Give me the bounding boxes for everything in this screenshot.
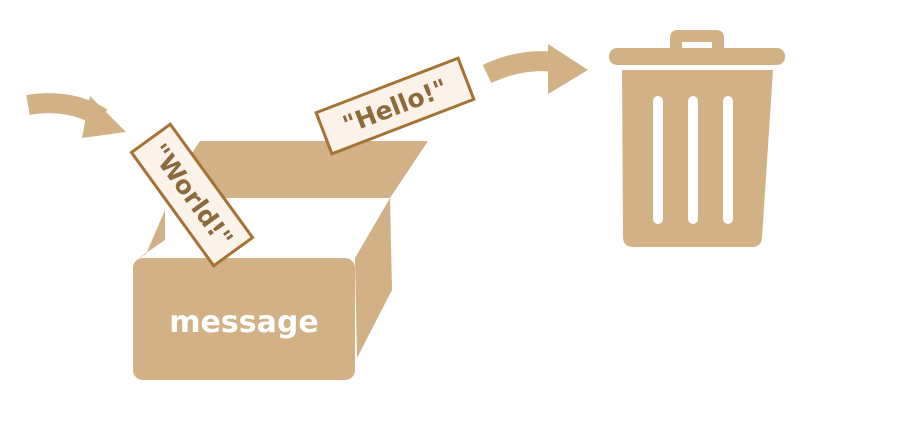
old-value-note: "Hello!" <box>314 56 476 156</box>
box-label: message <box>169 305 318 340</box>
trash-can-icon <box>609 30 785 247</box>
outgoing-arrow-icon <box>482 44 588 94</box>
incoming-arrow-icon <box>26 93 126 138</box>
